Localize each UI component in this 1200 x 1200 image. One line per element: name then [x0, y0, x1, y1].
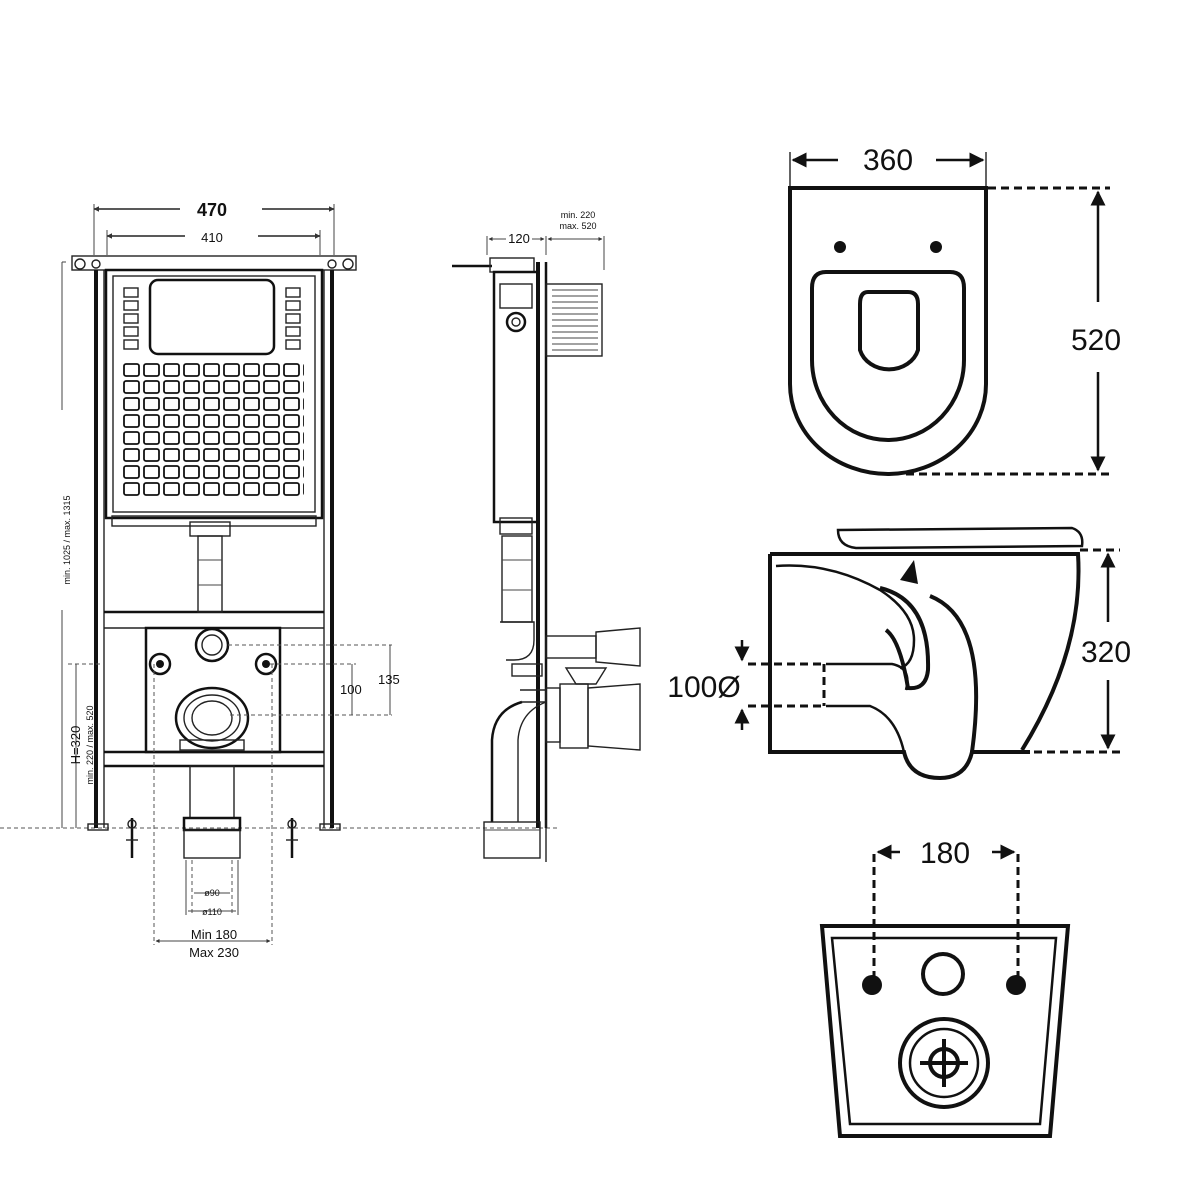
- foot-bolt-left: [126, 818, 138, 858]
- frame-side-view: 120 min. 220 max. 520: [452, 210, 641, 862]
- frame-dim-135-label: 135: [378, 672, 400, 687]
- cistern-side-grid-left: [123, 287, 139, 350]
- frame-outlet-height-range-label: min. 220 / max. 520: [85, 705, 95, 784]
- cistern-side-grid-right: [285, 287, 301, 350]
- foot-bolt-right: [286, 818, 298, 858]
- bowl-back-view: 180: [819, 837, 1071, 1138]
- pipe-90-label: ø90: [204, 888, 220, 898]
- bowl-length-label: 520: [1071, 324, 1121, 357]
- frame-width-outer-label: 470: [197, 200, 227, 220]
- bowl-outlet-label: 100Ø: [667, 671, 740, 704]
- side-depth-label: 120: [508, 231, 530, 246]
- frame-height-range-label: min. 1025 / max. 1315: [62, 495, 72, 584]
- bolt-spacing-max-label: Max 230: [189, 945, 239, 960]
- pipe-110-label: ø110: [202, 907, 222, 917]
- side-wall-min-label: min. 220: [561, 210, 596, 220]
- frame-dim-100-label: 100: [340, 682, 362, 697]
- frame-width-inner-label: 410: [201, 230, 223, 245]
- frame-outlet-height-label: H=320: [68, 726, 83, 765]
- bowl-height-label: 320: [1081, 636, 1131, 669]
- bowl-width-label: 360: [863, 144, 913, 177]
- side-wall-max-label: max. 520: [559, 221, 596, 231]
- bowl-side-view: 100Ø 320: [667, 526, 1131, 781]
- bowl-top-view: 360 520: [788, 144, 1121, 476]
- frame-front-view: 470 410: [61, 200, 400, 960]
- bowl-bolt-spacing-label: 180: [920, 837, 970, 870]
- cistern-grid: [122, 362, 304, 498]
- bolt-spacing-min-label: Min 180: [191, 927, 237, 942]
